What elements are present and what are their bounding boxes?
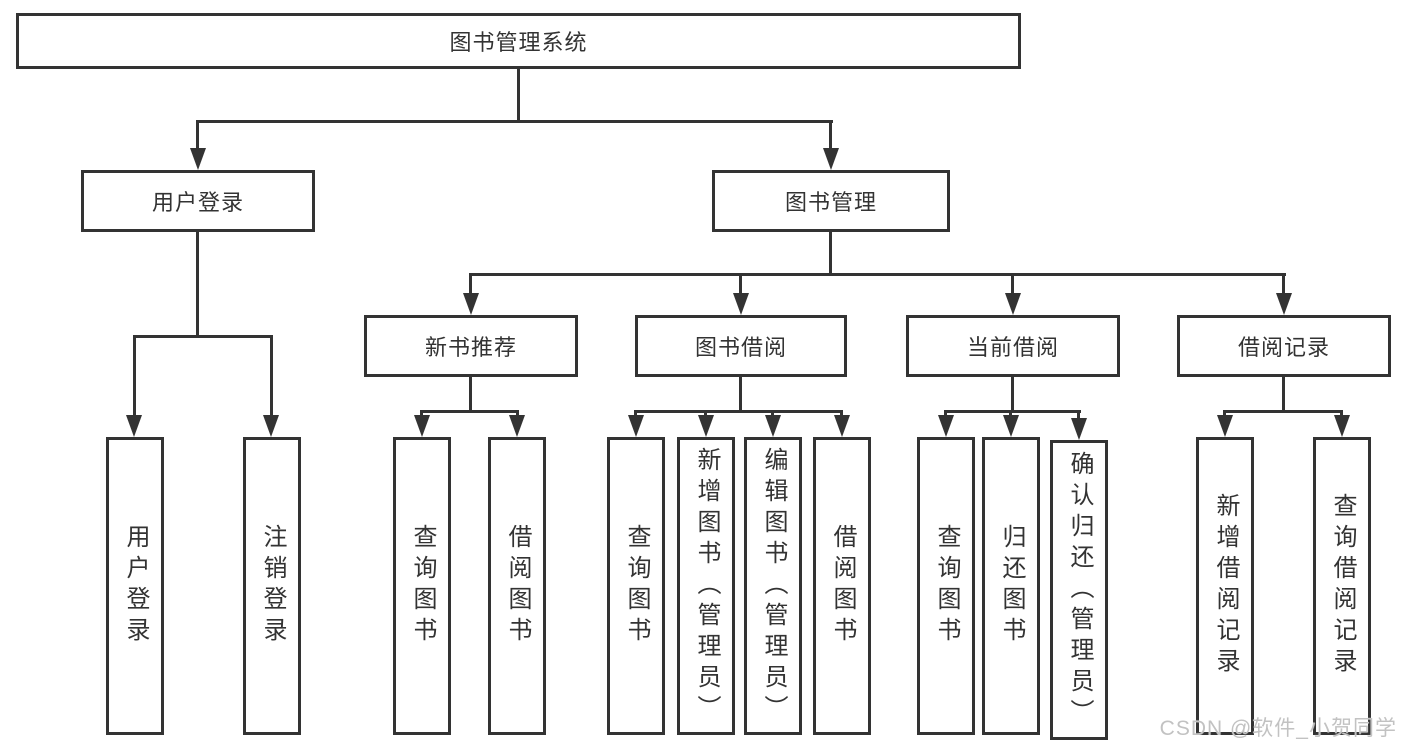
leaf-query-borrow-record: 查询借阅记录: [1313, 437, 1371, 735]
arrow-down-icon: [1276, 293, 1292, 315]
csdn-watermark: CSDN @软件_小贺同学: [1159, 717, 1397, 740]
connector-line: [1009, 410, 1012, 418]
connector-line: [469, 273, 472, 295]
connector-line: [944, 410, 947, 418]
leaf-logout-login-label: 注销登录: [259, 524, 286, 648]
arrow-down-icon: [1217, 415, 1233, 437]
connector-line: [469, 377, 472, 413]
connector-line: [1223, 410, 1226, 418]
node-new-book-recommend-label: 新书推荐: [424, 335, 517, 360]
connector-line: [1077, 410, 1080, 420]
connector-line: [420, 410, 423, 418]
arrow-down-icon: [263, 415, 279, 437]
node-book-borrowing: 图书借阅: [635, 315, 847, 377]
connector-line: [739, 377, 742, 413]
arrow-down-icon: [190, 148, 206, 170]
leaf-query-books-current-label: 查询图书: [933, 524, 960, 648]
node-borrowing-records-label: 借阅记录: [1237, 335, 1330, 360]
leaf-query-borrow-record-label: 查询借阅记录: [1329, 493, 1356, 679]
leaf-borrow-books-label: 借阅图书: [829, 524, 856, 648]
leaf-add-borrow-record: 新增借阅记录: [1196, 437, 1254, 735]
node-new-book-recommend: 新书推荐: [364, 315, 578, 377]
leaf-user-login: 用户登录: [106, 437, 164, 735]
arrow-down-icon: [628, 415, 644, 437]
connector-line: [829, 232, 832, 276]
leaf-query-books-borrowing-label: 查询图书: [623, 524, 650, 648]
connector-line: [470, 273, 1286, 276]
arrow-down-icon: [1005, 293, 1021, 315]
leaf-borrow-books-recommend-label: 借阅图书: [504, 524, 531, 648]
node-book-borrowing-label: 图书借阅: [694, 335, 787, 360]
connector-line: [516, 410, 519, 418]
connector-line: [739, 273, 742, 295]
leaf-query-books-borrowing: 查询图书: [607, 437, 665, 735]
connector-line: [829, 120, 832, 150]
leaf-borrow-books-recommend: 借阅图书: [488, 437, 546, 735]
node-book-management: 图书管理: [712, 170, 950, 232]
leaf-add-books-admin: 新增图书（管理员）: [677, 437, 735, 735]
connector-line: [1011, 273, 1014, 295]
leaf-query-books-recommend-label: 查询图书: [409, 524, 436, 648]
arrow-down-icon: [509, 415, 525, 437]
arrow-down-icon: [463, 293, 479, 315]
leaf-return-books: 归还图书: [982, 437, 1040, 735]
arrow-down-icon: [1334, 415, 1350, 437]
connector-line: [634, 410, 843, 413]
arrow-down-icon: [733, 293, 749, 315]
leaf-edit-books-admin-label: 编辑图书（管理员）: [760, 446, 787, 726]
arrow-down-icon: [938, 415, 954, 437]
arrow-down-icon: [698, 415, 714, 437]
connector-line: [771, 410, 774, 418]
leaf-add-books-admin-label: 新增图书（管理员）: [693, 446, 720, 726]
connector-line: [1340, 410, 1343, 418]
connector-line: [196, 120, 833, 123]
connector-line: [196, 120, 199, 150]
leaf-edit-books-admin: 编辑图书（管理员）: [744, 437, 802, 735]
connector-line: [1282, 377, 1285, 413]
connector-line: [270, 335, 273, 416]
connector-line: [517, 69, 520, 123]
connector-line: [634, 410, 637, 418]
arrow-down-icon: [414, 415, 430, 437]
arrow-down-icon: [765, 415, 781, 437]
leaf-query-books-current: 查询图书: [917, 437, 975, 735]
leaf-user-login-label: 用户登录: [122, 524, 149, 648]
leaf-confirm-return-admin-label: 确认归还（管理员）: [1066, 450, 1093, 730]
connector-line: [133, 335, 136, 416]
connector-line: [1282, 273, 1285, 295]
node-book-management-label: 图书管理: [784, 190, 877, 215]
leaf-logout-login: 注销登录: [243, 437, 301, 735]
arrow-down-icon: [834, 415, 850, 437]
node-library-management-system: 图书管理系统: [16, 13, 1021, 69]
connector-line: [133, 335, 273, 338]
connector-line: [944, 410, 1081, 413]
arrow-down-icon: [1071, 418, 1087, 440]
leaf-borrow-books: 借阅图书: [813, 437, 871, 735]
node-borrowing-records: 借阅记录: [1177, 315, 1391, 377]
arrow-down-icon: [1003, 415, 1019, 437]
node-user-login-label: 用户登录: [151, 190, 244, 215]
connector-line: [1011, 377, 1014, 413]
node-user-login: 用户登录: [81, 170, 315, 232]
leaf-confirm-return-admin: 确认归还（管理员）: [1050, 440, 1108, 740]
leaf-add-borrow-record-label: 新增借阅记录: [1212, 493, 1239, 679]
connector-line: [1223, 410, 1343, 413]
connector-line: [420, 410, 519, 413]
node-library-management-system-label: 图书管理系统: [449, 30, 588, 55]
node-current-borrowing-label: 当前借阅: [966, 335, 1059, 360]
connector-line: [840, 410, 843, 418]
leaf-query-books-recommend: 查询图书: [393, 437, 451, 735]
connector-line: [704, 410, 707, 418]
arrow-down-icon: [823, 148, 839, 170]
node-current-borrowing: 当前借阅: [906, 315, 1120, 377]
arrow-down-icon: [126, 415, 142, 437]
leaf-return-books-label: 归还图书: [998, 524, 1025, 648]
connector-line: [196, 232, 199, 338]
